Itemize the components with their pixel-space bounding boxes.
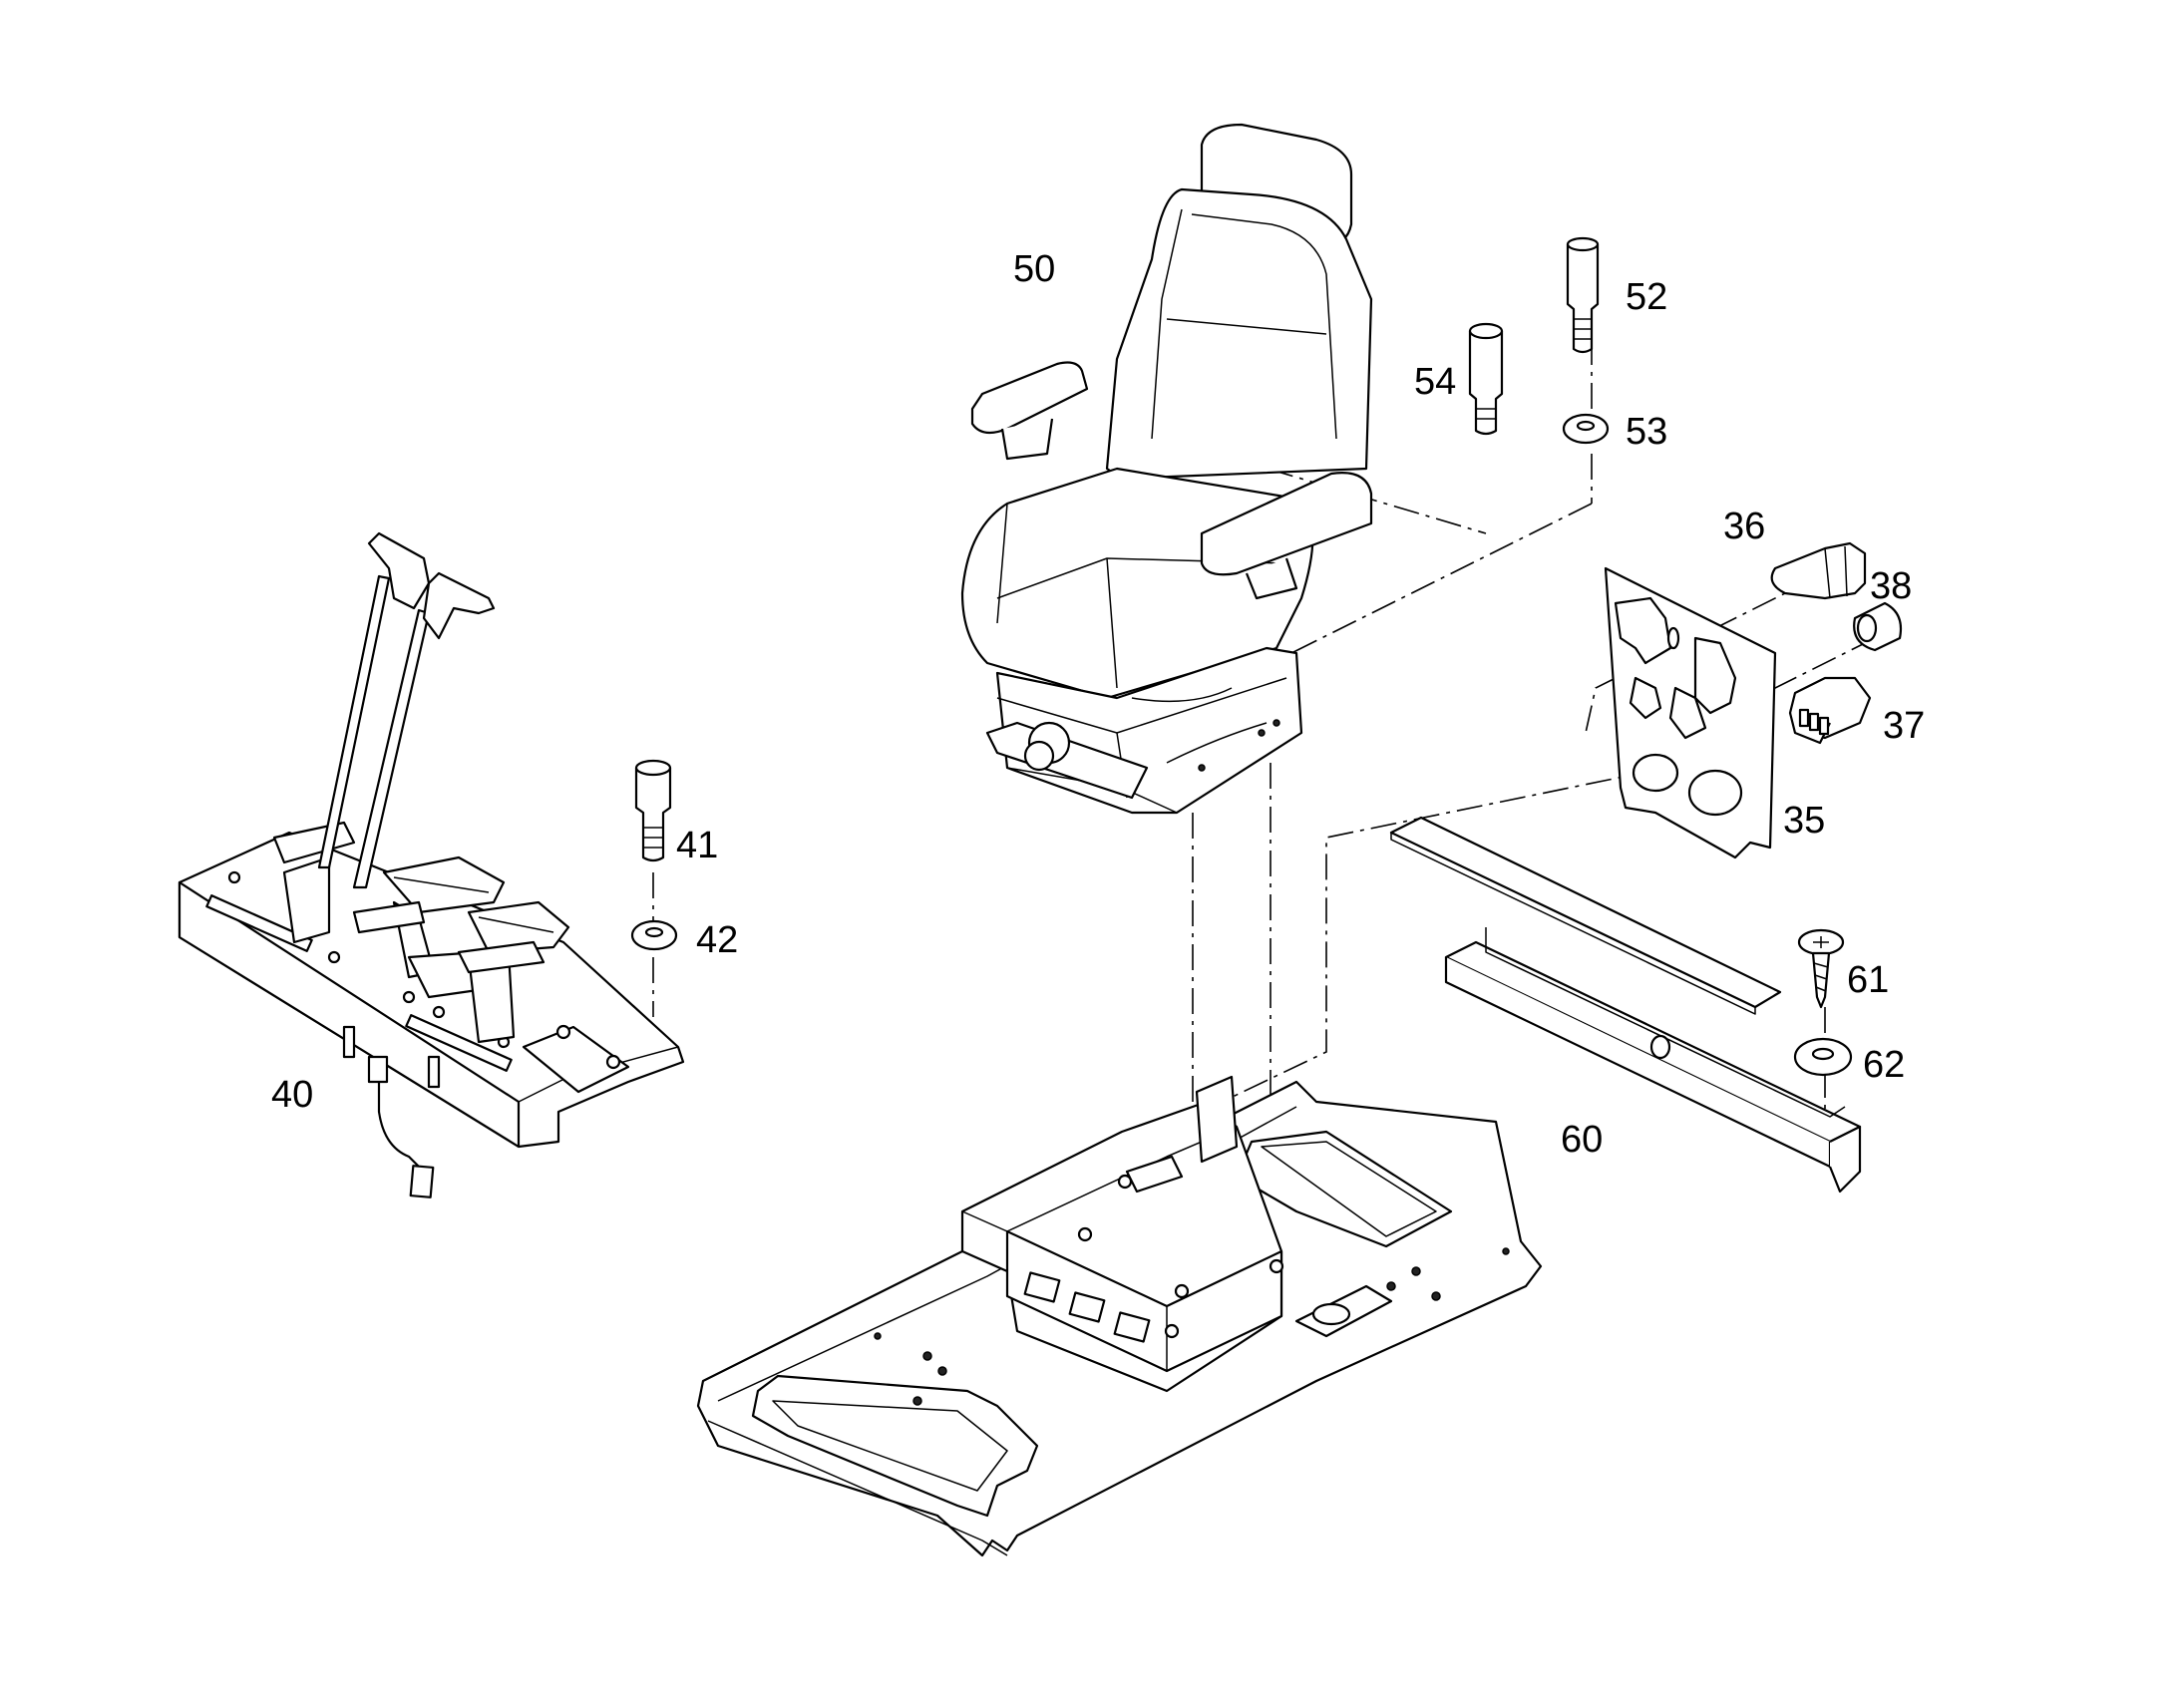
label-61: 61 — [1847, 959, 1889, 1001]
bolt-52 — [1566, 236, 1600, 354]
label-42: 42 — [696, 919, 738, 961]
connector-37 — [1788, 676, 1872, 745]
label-62: 62 — [1863, 1044, 1905, 1086]
bolt-36 — [1770, 541, 1867, 600]
label-50: 50 — [1013, 248, 1055, 290]
part-labels: 50 52 54 53 36 38 37 35 41 42 40 61 62 6… — [271, 248, 1925, 1161]
label-60: 60 — [1561, 1119, 1603, 1161]
label-36: 36 — [1723, 506, 1765, 547]
label-54: 54 — [1414, 361, 1456, 403]
pedal-control-unit — [178, 531, 685, 1198]
bolt-54 — [1468, 322, 1504, 436]
rail-60 — [1444, 927, 1862, 1194]
washer-53 — [1562, 413, 1610, 445]
label-52: 52 — [1626, 276, 1667, 318]
bolt-41 — [634, 759, 672, 862]
label-37: 37 — [1883, 705, 1925, 747]
label-41: 41 — [676, 825, 718, 866]
plug-38 — [1853, 601, 1903, 652]
cover-strip — [1389, 816, 1782, 1015]
label-53: 53 — [1626, 411, 1667, 453]
bracket-plate-35 — [1604, 566, 1777, 859]
operator-seat — [960, 123, 1373, 815]
label-35: 35 — [1783, 800, 1825, 842]
seat-console-box — [960, 1075, 1284, 1393]
label-38: 38 — [1870, 565, 1912, 607]
label-40: 40 — [271, 1074, 313, 1116]
screw-61 — [1797, 928, 1845, 1009]
washer-62 — [1793, 1037, 1853, 1077]
washer-42 — [630, 919, 678, 951]
